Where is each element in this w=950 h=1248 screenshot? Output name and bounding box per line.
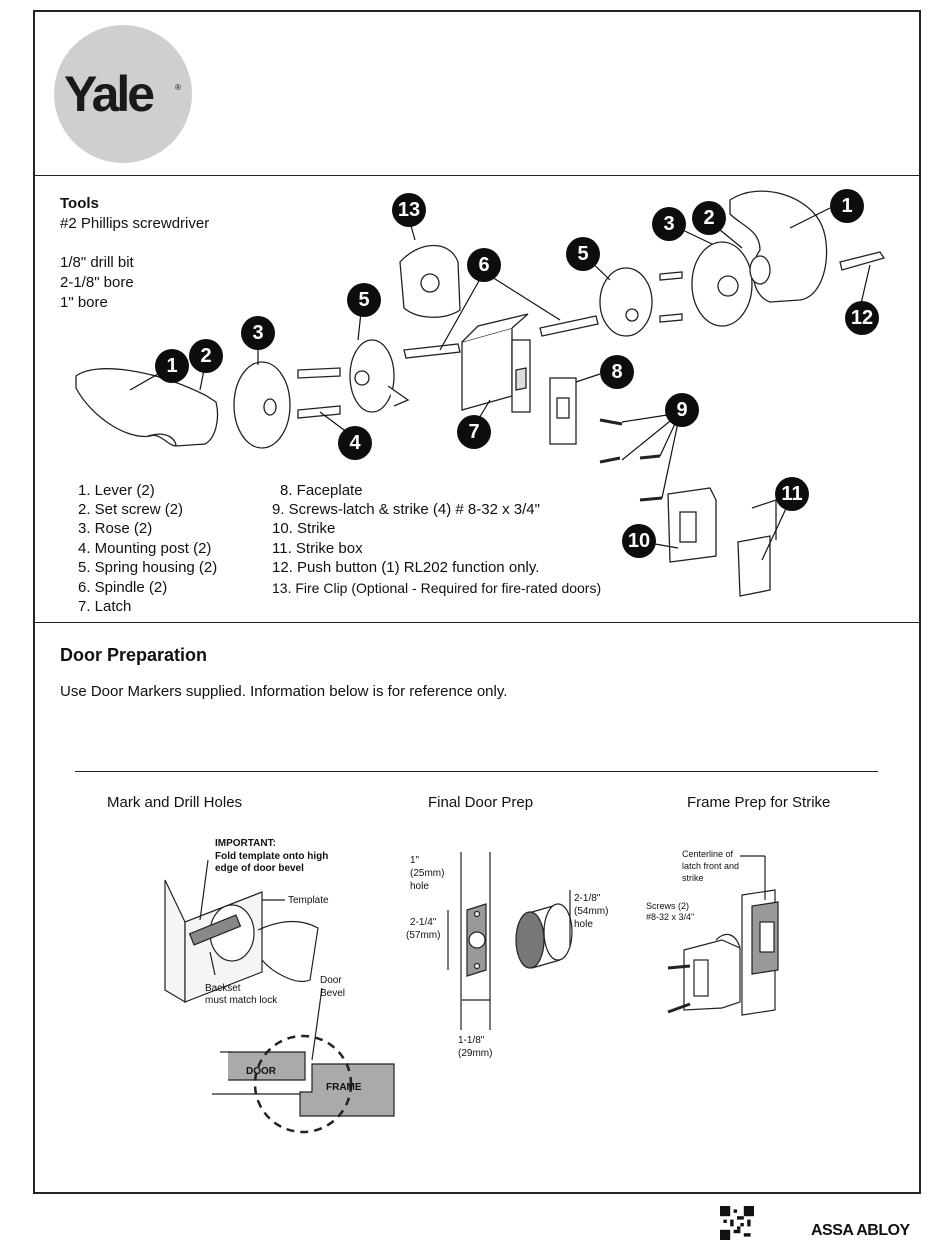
callout-4: 4 (338, 426, 372, 460)
part-item: 13. Fire Clip (Optional - Required for f… (272, 580, 602, 596)
callout-2-right: 2 (692, 201, 726, 235)
fig2-b2: (57mm) (406, 930, 441, 941)
tool-item: 1/8" drill bit (60, 254, 134, 271)
callout-1-right: 1 (830, 189, 864, 223)
exploded-view-diagram (75, 190, 886, 597)
fig2-c2: (54mm) (574, 906, 609, 917)
callout-6: 6 (467, 248, 501, 282)
divider-header (33, 175, 919, 176)
callout-5-right: 5 (566, 237, 600, 271)
callout-8: 8 (600, 355, 634, 389)
tool-item: 2-1/8" bore (60, 274, 134, 291)
callout-12: 12 (845, 301, 879, 335)
door-prep-note: Use Door Markers supplied. Information b… (60, 683, 508, 700)
fig1-frame: FRAME (326, 1082, 362, 1093)
part-item: 8. Faceplate (280, 482, 363, 499)
fig3-c3: strike (682, 873, 704, 883)
yale-logo: Yale ® (54, 25, 192, 163)
fig2-a2: (25mm) (410, 868, 445, 879)
fig1-bevel1: Door (320, 975, 342, 986)
part-item: 7. Latch (78, 598, 132, 615)
callout-2: 2 (189, 339, 223, 373)
part-item: 5. Spring housing (2) (78, 559, 218, 576)
logo-text: Yale (64, 66, 155, 122)
page-frame (33, 10, 921, 1194)
part-item: 4. Mounting post (2) (78, 540, 212, 557)
fig1-bevel2: Bevel (320, 988, 346, 999)
callout-9: 9 (665, 393, 699, 427)
fig2-c1: 2-1/8" (574, 893, 601, 904)
part-item: 2. Set screw (2) (78, 501, 184, 518)
door-prep-heading: Door Preparation (60, 645, 208, 665)
fig3-c2: latch front and (682, 861, 740, 871)
fig2-d1: 1-1/8" (458, 1035, 485, 1046)
fig1-fold2: edge of door bevel (215, 863, 304, 874)
callout-11: 11 (775, 477, 809, 511)
part-item: 11. Strike box (272, 540, 363, 557)
fig2-a1: 1" (410, 855, 420, 866)
callout-7: 7 (457, 415, 491, 449)
callout-3: 3 (241, 316, 275, 350)
col2-title: Final Door Prep (428, 794, 534, 811)
tool-item: #2 Phillips screwdriver (60, 215, 210, 232)
callout-13: 13 (392, 193, 426, 227)
fig2-d2: (29mm) (458, 1048, 493, 1059)
fig3-s2: #8-32 x 3/4" (646, 912, 695, 922)
fig1-backset2: must match lock (205, 995, 278, 1006)
tool-item: 1" bore (60, 294, 108, 311)
tools-heading: Tools (60, 195, 99, 212)
col3-title: Frame Prep for Strike (687, 794, 831, 811)
fig3-c1: Centerline of (682, 849, 734, 859)
callout-10: 10 (622, 524, 656, 558)
part-item: 10. Strike (272, 520, 336, 537)
qr-code-icon (720, 1206, 754, 1240)
col1-title: Mark and Drill Holes (107, 794, 243, 811)
part-item: 9. Screws-latch & strike (4) # 8-32 x 3/… (272, 501, 540, 518)
fig1-fold1: Fold template onto high (215, 851, 329, 862)
fig1-door: DOOR (246, 1066, 276, 1077)
callout-1: 1 (155, 349, 189, 383)
fig1-template: Template (288, 895, 329, 906)
figures-rule (75, 771, 878, 772)
registered-mark: ® (175, 83, 181, 92)
fig2-a3: hole (410, 881, 429, 892)
callout-3-right: 3 (652, 207, 686, 241)
fig2-c3: hole (574, 919, 593, 930)
fig1-backset1: Backset (205, 983, 241, 994)
divider-parts (33, 622, 919, 623)
fig3-s1: Screws (2) (646, 901, 690, 911)
fig2-b1: 2-1/4" (410, 917, 437, 928)
part-item: 1. Lever (2) (78, 482, 155, 499)
part-item: 6. Spindle (2) (78, 579, 168, 596)
part-item: 3. Rose (2) (78, 520, 153, 537)
fig1-important: IMPORTANT: (215, 838, 276, 849)
callout-5: 5 (347, 283, 381, 317)
part-item: 12. Push button (1) RL202 function only. (272, 559, 540, 576)
assa-abloy-logo: ASSA ABLOY (811, 1222, 910, 1239)
